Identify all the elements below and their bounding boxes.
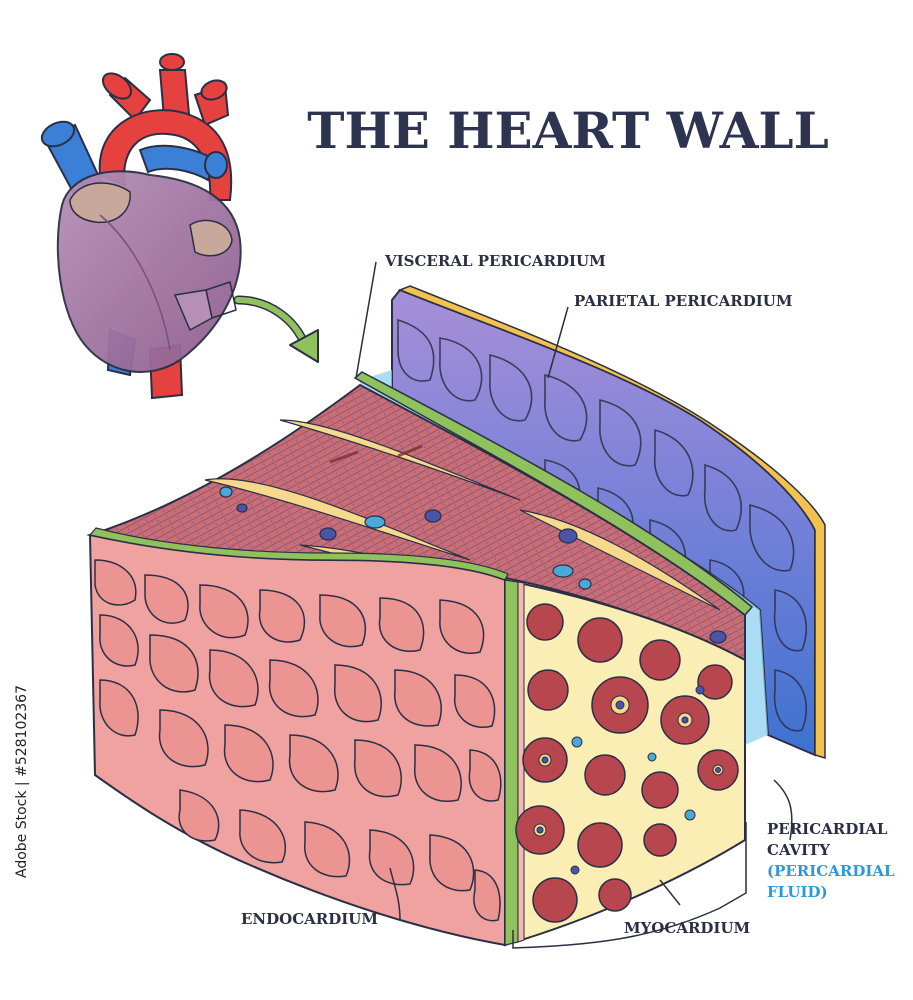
page-title: THE HEART WALL — [307, 101, 828, 160]
label-endocardium: ENDOCARDIUM — [241, 910, 378, 928]
label-pericardial-cavity-line1: PERICARDIAL — [767, 820, 888, 838]
label-pericardial-cavity-line2: CAVITY — [767, 841, 830, 859]
label-myocardium: MYOCARDIUM — [624, 919, 750, 937]
stock-watermark-id: Adobe Stock | #528102367 — [10, 685, 34, 880]
stock-id-text: Adobe Stock | #528102367 — [14, 685, 30, 878]
label-pericardial-fluid-line2: FLUID) — [767, 883, 828, 901]
label-visceral-pericardium: VISCERAL PERICARDIUM — [384, 252, 606, 270]
heart-wall-block — [86, 285, 826, 947]
heart-illustration — [40, 53, 319, 400]
leader-lines — [355, 261, 793, 949]
label-parietal-pericardium: PARIETAL PERICARDIUM — [574, 292, 792, 310]
label-pericardial-fluid-line1: (PERICARDIAL — [767, 862, 895, 880]
